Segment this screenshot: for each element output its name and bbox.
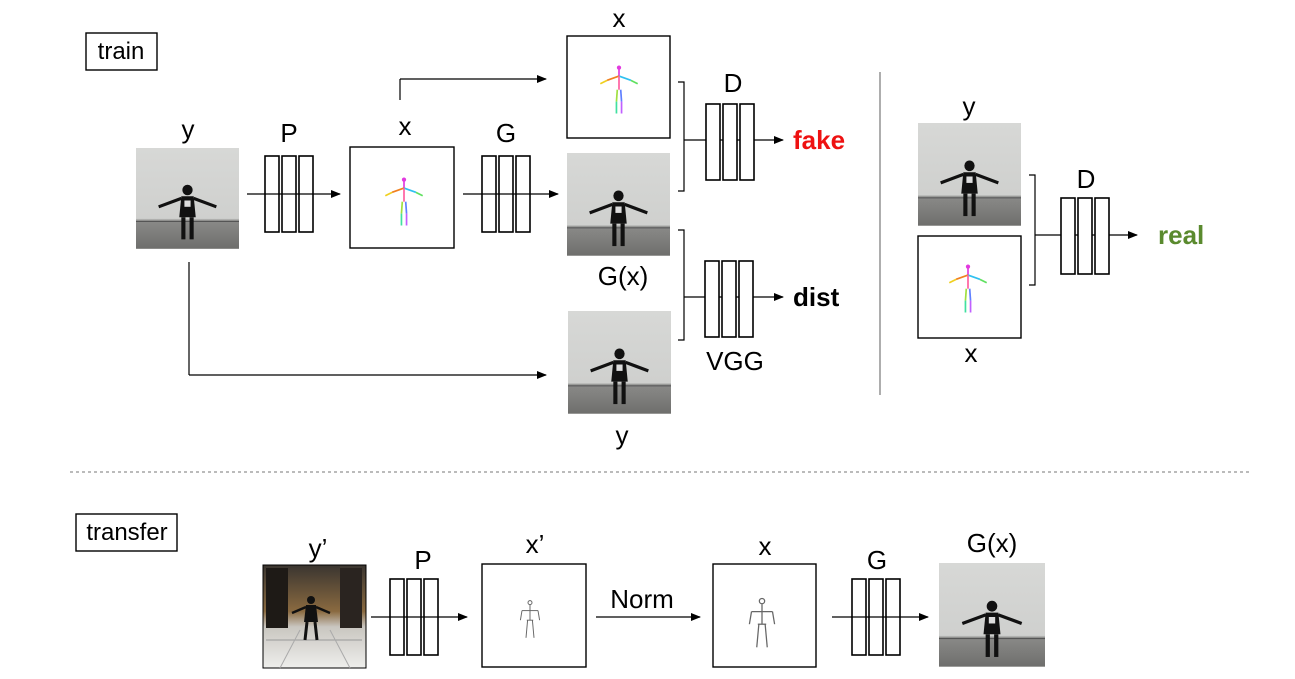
transfer-pose-net-label: P <box>414 545 431 575</box>
real-disc-label: D <box>1077 164 1096 194</box>
fake-output: fake <box>793 125 845 155</box>
norm-pose-image <box>712 563 817 668</box>
train-input-photo <box>136 148 239 249</box>
vgg-bracket <box>678 229 685 341</box>
real-y-label: y <box>963 91 976 121</box>
source-pose-image <box>481 563 587 668</box>
vgg-block <box>704 260 754 338</box>
real-disc-block <box>1060 197 1110 275</box>
disc-label: D <box>724 68 743 98</box>
source-pose-label: x’ <box>526 529 545 559</box>
train-section-box <box>85 32 158 71</box>
generated-label: G(x) <box>598 261 649 291</box>
transfer-generator-label: G <box>867 545 887 575</box>
real-x-label: x <box>965 338 978 368</box>
generator-label: G <box>496 118 516 148</box>
real-output: real <box>1158 220 1204 250</box>
generated-photo <box>567 153 670 256</box>
norm-label: Norm <box>610 584 674 614</box>
real-bracket <box>1029 174 1036 286</box>
disc-pose-label: x <box>613 3 626 33</box>
vgg-label: VGG <box>706 346 764 376</box>
target-photo <box>568 311 671 414</box>
real-y-photo <box>918 123 1021 226</box>
source-photo <box>262 564 367 669</box>
pose-label: x <box>399 111 412 141</box>
disc-block <box>705 103 755 181</box>
train-input-label: y <box>182 114 195 144</box>
transfer-section-box <box>75 513 178 552</box>
norm-pose-label: x <box>759 531 772 561</box>
disc-bracket <box>678 81 685 192</box>
pose-net-label: P <box>280 118 297 148</box>
source-label: y’ <box>309 533 328 563</box>
transfer-output-label: G(x) <box>967 528 1018 558</box>
transfer-output-photo <box>939 563 1045 667</box>
pose-image <box>349 146 455 249</box>
real-x-image <box>917 235 1022 339</box>
dist-output: dist <box>793 282 840 312</box>
target-label: y <box>616 420 629 450</box>
transfer-section-label: transfer <box>86 519 167 546</box>
train-section-label: train <box>98 38 145 65</box>
